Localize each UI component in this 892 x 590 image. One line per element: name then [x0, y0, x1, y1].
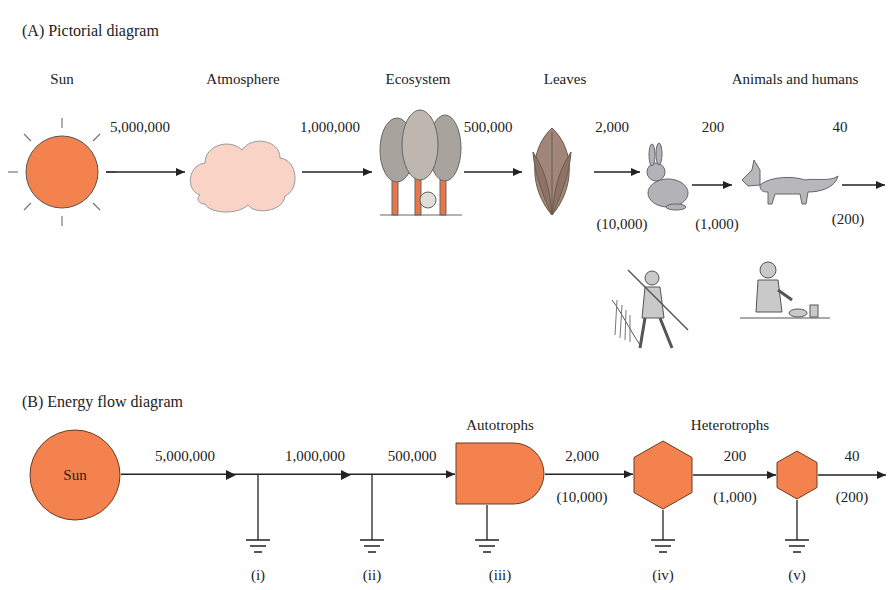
flow-label: 40	[845, 447, 860, 465]
heterotroph-hexagon: (iv)	[633, 440, 693, 510]
flow-label: 200	[724, 447, 747, 465]
flow-label: 5,000,000	[110, 118, 170, 136]
autotroph-shape: Autotrophs(iii)	[455, 442, 545, 505]
node-heading: Autotrophs	[466, 416, 534, 434]
flow-label: 2,000	[595, 118, 629, 136]
outflow-arrow	[818, 474, 886, 475]
flow-label: (10,000)	[596, 215, 647, 233]
node-shape	[456, 443, 544, 504]
flow-label: Ecosystem	[386, 70, 451, 88]
flow-label: 200	[702, 118, 725, 136]
flow-label: (200)	[832, 210, 865, 228]
node-shape	[634, 441, 692, 509]
leaf-picture	[533, 128, 571, 215]
callout-number: (iv)	[652, 566, 674, 584]
flow-label: (1,000)	[713, 488, 757, 506]
flow-label: (i)	[251, 566, 265, 584]
node-shape	[777, 451, 817, 499]
flow-label: (10,000)	[556, 488, 607, 506]
cloud-picture	[190, 141, 295, 212]
flow-label: 500,000	[464, 118, 513, 136]
node-label: Sun	[63, 466, 86, 484]
flow-label: 5,000,000	[155, 447, 215, 465]
flow-arrow	[106, 172, 885, 185]
energy-flow-line	[121, 474, 455, 475]
farmer-picture	[612, 270, 688, 348]
flow-label: Animals and humans	[732, 70, 859, 88]
flow-label: Atmosphere	[206, 70, 279, 88]
flow-label: 1,000,000	[300, 118, 360, 136]
flow-label: Heterotrophs	[691, 416, 769, 434]
fox-picture	[742, 160, 838, 204]
rabbit-picture	[647, 143, 688, 210]
flow-label: (ii)	[363, 566, 381, 584]
sun-picture	[8, 118, 116, 226]
flow-label: 1,000,000	[285, 447, 345, 465]
energy-flow-line	[545, 474, 633, 475]
flow-label: (200)	[836, 488, 869, 506]
flow-label: Sun	[50, 70, 73, 88]
flow-label: (1,000)	[695, 215, 739, 233]
section-heading: (A) Pictorial diagram	[22, 22, 159, 40]
trees-picture	[380, 110, 462, 215]
flow-arrowhead	[226, 470, 351, 480]
eater-picture	[740, 262, 830, 318]
section-heading: (B) Energy flow diagram	[22, 393, 183, 411]
flow-label: 40	[833, 118, 848, 136]
energy-flow-line	[693, 474, 776, 475]
node-outline	[633, 440, 693, 510]
callout-number: (iii)	[489, 566, 512, 584]
sun-circle: Sun	[29, 429, 121, 521]
callout-number: (v)	[788, 566, 806, 584]
flow-label: 500,000	[388, 447, 437, 465]
node-outline	[455, 442, 545, 505]
node-shape	[30, 430, 120, 520]
flow-label: 2,000	[565, 447, 599, 465]
flow-label: Leaves	[544, 70, 586, 88]
heterotroph-hexagon: (v)	[776, 450, 818, 500]
node-outline	[776, 450, 818, 500]
